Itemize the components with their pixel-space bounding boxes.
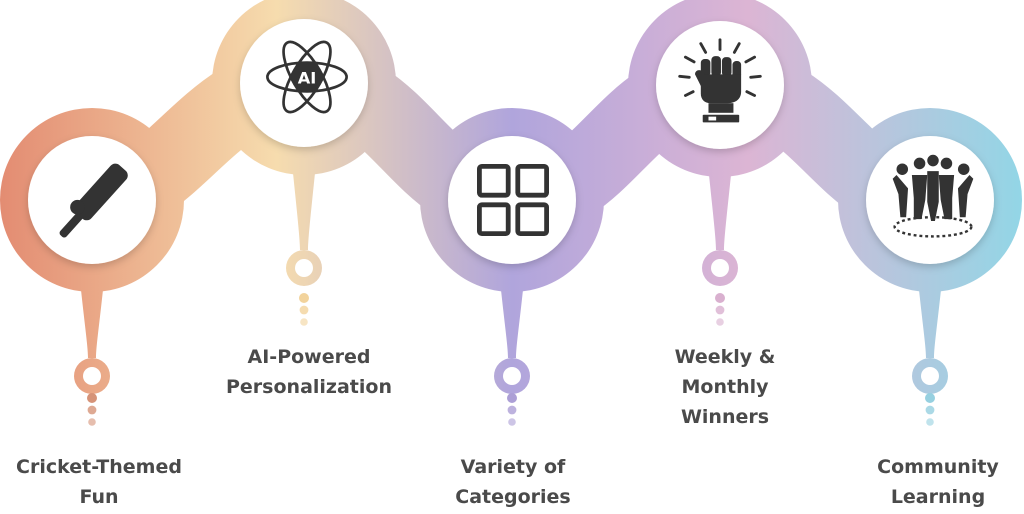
connector-dot	[299, 293, 309, 303]
ai-atom-icon: AI	[266, 40, 348, 114]
stem-hole-3	[503, 367, 521, 385]
ribbon-stem-4	[708, 165, 732, 250]
connector-dot	[88, 418, 96, 426]
connector-dot	[925, 405, 935, 415]
connector-dot	[507, 393, 517, 403]
connector-dot	[715, 305, 725, 315]
feature-label-cricket: Cricket-Themed Fun	[16, 456, 182, 508]
connector-dot	[926, 418, 934, 426]
stem-hole-2	[295, 259, 313, 277]
feature-label-variety: Variety of Categories	[455, 456, 571, 508]
connector-dot	[715, 293, 725, 303]
ribbon-stems	[74, 163, 948, 394]
connector-dot	[507, 405, 517, 415]
stem-hole-1	[83, 367, 101, 385]
connector-dot	[87, 393, 97, 403]
ribbon-stem-2	[292, 163, 316, 250]
community-group-icon	[892, 154, 974, 238]
stem-hole-4	[711, 259, 729, 277]
connector-dot	[716, 318, 724, 326]
svg-text:AI: AI	[298, 68, 317, 87]
category-grid-icon	[477, 164, 549, 236]
connector-dot	[87, 405, 97, 415]
connector-dot	[299, 305, 309, 315]
feature-label-ai: AI-Powered Personalization	[226, 346, 392, 398]
connector-dot	[300, 318, 308, 326]
ribbon-stem-3	[500, 280, 524, 358]
connector-dot	[925, 393, 935, 403]
ribbon-stem-1	[80, 280, 104, 358]
feature-label-community: Community Learning	[877, 456, 999, 508]
raised-fist-icon	[678, 38, 762, 123]
feature-label-winners: Weekly & Monthly Winners	[674, 346, 776, 428]
stem-hole-5	[921, 367, 939, 385]
ribbon-stem-5	[918, 280, 942, 358]
connector-dot	[508, 418, 516, 426]
connector-dots	[87, 293, 935, 426]
cricket-bat-icon	[59, 163, 128, 238]
